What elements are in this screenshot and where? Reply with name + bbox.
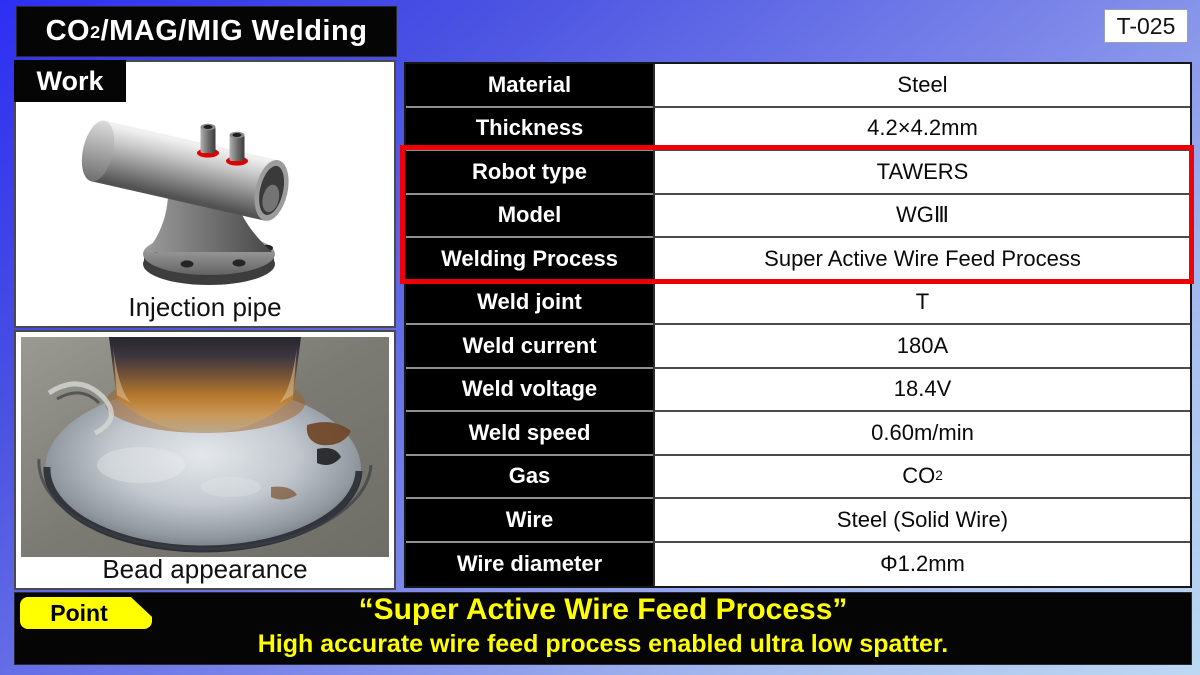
row-label: Welding Process	[406, 238, 653, 282]
table-row-model: Model WGⅢ	[406, 194, 1190, 238]
table-row-weld-current: Weld current 180A	[406, 325, 1190, 369]
table-row-weld-speed: Weld speed 0.60m/min	[406, 412, 1190, 456]
row-label: Weld current	[406, 325, 653, 369]
row-value: Super Active Wire Feed Process	[653, 238, 1190, 282]
row-value: WGⅢ	[653, 194, 1190, 238]
row-label: Weld joint	[406, 281, 653, 325]
row-label: Wire	[406, 499, 653, 543]
nozzle-1	[197, 123, 219, 158]
document-number-badge: T-025	[1104, 9, 1188, 43]
work-panel: Work Injection pipe	[14, 60, 396, 328]
work-label: Work	[14, 60, 126, 102]
bead-appearance-photo	[21, 337, 389, 557]
slide-title-text: CO	[45, 15, 91, 47]
row-label: Material	[406, 64, 653, 108]
row-label: Weld speed	[406, 412, 653, 456]
spec-table: Material Steel Thickness 4.2×4.2mm Robot…	[404, 62, 1192, 588]
row-label: Model	[406, 194, 653, 238]
row-value: T	[653, 281, 1190, 325]
table-row-wire: Wire Steel (Solid Wire)	[406, 499, 1190, 543]
work-caption: Injection pipe	[128, 292, 282, 322]
row-value: Steel	[653, 64, 1190, 108]
table-row-weld-voltage: Weld voltage 18.4V	[406, 368, 1190, 412]
row-label: Weld voltage	[406, 368, 653, 412]
injection-pipe-render	[81, 120, 289, 285]
row-value: 180A	[653, 325, 1190, 369]
nozzle-2	[226, 131, 248, 166]
table-row-thickness: Thickness 4.2×4.2mm	[406, 107, 1190, 151]
row-value: 4.2×4.2mm	[653, 107, 1190, 151]
bead-caption: Bead appearance	[102, 554, 308, 584]
row-label: Thickness	[406, 107, 653, 151]
row-value: 18.4V	[653, 368, 1190, 412]
table-row-robot-type: Robot type TAWERS	[406, 151, 1190, 195]
point-tab: Point	[20, 597, 152, 629]
point-headline: “Super Active Wire Feed Process”	[358, 593, 848, 626]
table-row-welding-process: Welding Process Super Active Wire Feed P…	[406, 238, 1190, 282]
point-bar: Point “Super Active Wire Feed Process” H…	[14, 592, 1192, 665]
slide-title-suffix: /MAG/MIG Welding	[100, 15, 368, 47]
bead-panel: Bead appearance	[14, 330, 396, 590]
table-row-weld-joint: Weld joint T	[406, 281, 1190, 325]
row-value: TAWERS	[653, 151, 1190, 195]
row-value: Φ1.2mm	[653, 542, 1190, 586]
row-value: 0.60m/min	[653, 412, 1190, 456]
row-label: Wire diameter	[406, 542, 653, 586]
row-label: Gas	[406, 455, 653, 499]
row-label: Robot type	[406, 151, 653, 195]
row-value: Steel (Solid Wire)	[653, 499, 1190, 543]
table-row-material: Material Steel	[406, 64, 1190, 108]
table-row-wire-diameter: Wire diameter Φ1.2mm	[406, 542, 1190, 586]
point-subline: High accurate wire feed process enabled …	[257, 630, 949, 658]
